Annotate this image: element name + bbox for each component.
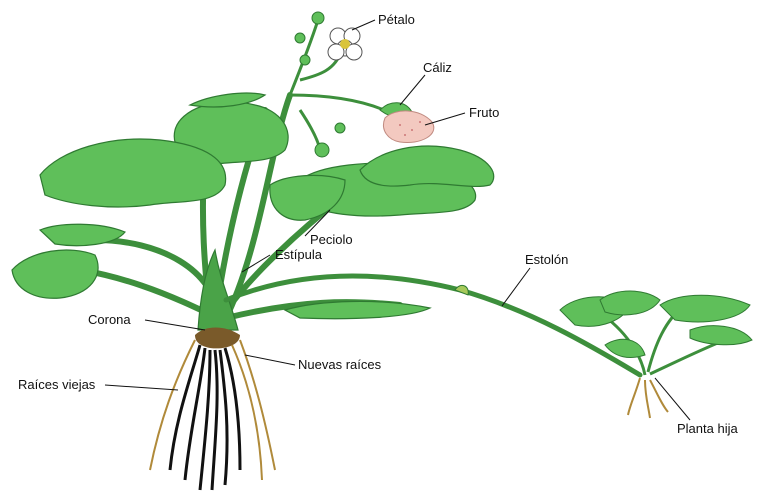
label-estipula: Estípula — [275, 247, 323, 262]
label-raices-viejas: Raíces viejas — [18, 377, 96, 392]
label-fruto: Fruto — [469, 105, 499, 120]
old-roots — [170, 345, 240, 490]
label-caliz: Cáliz — [423, 60, 452, 75]
leaf-left-lower — [12, 250, 98, 298]
leader-lines — [105, 20, 690, 420]
daughter-plant — [560, 291, 752, 418]
label-planta-hija: Planta hija — [677, 421, 738, 436]
label-estolon: Estolón — [525, 252, 568, 267]
stolon-node — [455, 285, 468, 295]
leader-estolon — [502, 268, 530, 306]
leader-corona — [145, 320, 205, 330]
calyx-and-fruit — [380, 103, 434, 143]
leaf-right-far — [360, 146, 494, 186]
leader-fruto — [425, 113, 465, 125]
leaf-left-big — [40, 139, 226, 207]
label-petalo: Pétalo — [378, 12, 415, 27]
leader-nuevas-raices — [245, 355, 295, 365]
label-peciolo: Peciolo — [310, 232, 353, 247]
label-nuevas-raices: Nuevas raíces — [298, 357, 382, 372]
label-corona: Corona — [88, 312, 131, 327]
flower — [328, 28, 362, 60]
new-roots — [150, 340, 275, 480]
leader-petalo — [352, 20, 375, 30]
leader-caliz — [400, 75, 425, 105]
leader-raices-viejas — [105, 385, 178, 390]
strawberry-fruit — [383, 111, 433, 143]
crown — [195, 328, 240, 349]
labels: Pétalo Cáliz Fruto Peciolo Estípula Esto… — [18, 12, 738, 436]
